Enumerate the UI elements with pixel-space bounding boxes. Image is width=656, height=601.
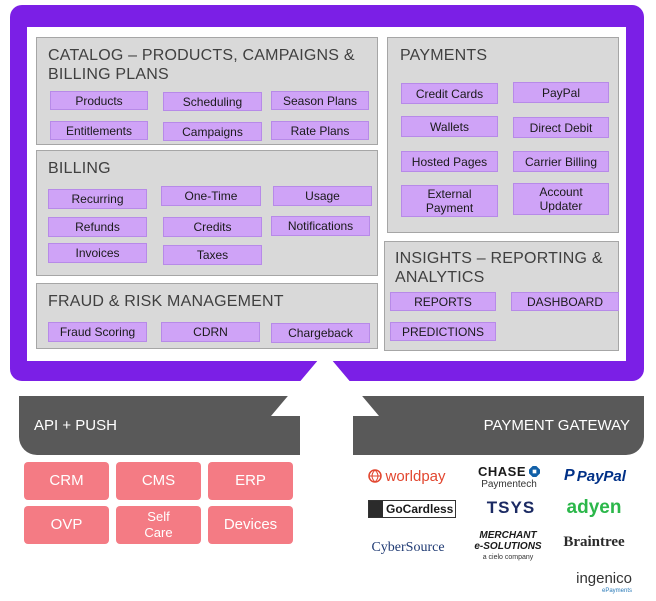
- api-push-label: API + PUSH: [34, 417, 117, 434]
- payments-item-hosted-pages: Hosted Pages: [401, 151, 498, 172]
- payments-item-paypal: PayPal: [513, 82, 609, 103]
- api-item-ovp: OVP: [24, 506, 109, 544]
- insights-item-reports: REPORTS: [390, 292, 496, 311]
- payments-item-credit-cards: Credit Cards: [401, 83, 498, 104]
- paypal-p-icon: P: [564, 467, 575, 484]
- paypal-logo: P PayPal: [560, 466, 630, 486]
- api-item-self-care: Self Care: [116, 506, 201, 544]
- catalog-title: CATALOG – PRODUCTS, CAMPAIGNS & BILLING …: [48, 47, 355, 83]
- ingenico-text: ingenico: [576, 570, 632, 587]
- fraud-item-cdrn: CDRN: [161, 322, 260, 342]
- insights-item-predictions: PREDICTIONS: [390, 322, 496, 341]
- chase-sub-text: Paymentech: [481, 479, 537, 490]
- worldpay-text: worldpay: [385, 467, 446, 485]
- payments-item-wallets: Wallets: [401, 116, 498, 137]
- gocardless-text: GoCardless: [386, 502, 454, 516]
- fraud-title: FRAUD & RISK MANAGEMENT: [48, 293, 284, 310]
- api-item-crm: CRM: [24, 462, 109, 500]
- fraud-item-fraud-scoring: Fraud Scoring: [48, 322, 147, 342]
- fraud-item-chargeback: Chargeback: [271, 323, 370, 343]
- chase-logo: CHASE Paymentech: [472, 464, 546, 494]
- api-item-erp: ERP: [208, 462, 293, 500]
- worldpay-logo: worldpay: [362, 466, 452, 486]
- catalog-item-rate-plans: Rate Plans: [271, 121, 369, 140]
- merchant-esolutions-logo: MERCHANT e-SOLUTIONS a cielo company: [470, 530, 546, 568]
- billing-title: BILLING: [48, 160, 111, 177]
- cybersource-logo: CyberSource: [362, 538, 454, 558]
- payments-item-direct-debit: Direct Debit: [513, 117, 609, 138]
- merchant-text-3: a cielo company: [482, 554, 534, 561]
- cybersource-text: CyberSource: [371, 540, 445, 555]
- payment-gateway-label: PAYMENT GATEWAY: [483, 417, 630, 434]
- braintree-text: Braintree: [563, 533, 625, 550]
- billing-item-invoices: Invoices: [48, 243, 147, 263]
- paypal-text: PayPal: [576, 467, 626, 485]
- billing-item-usage: Usage: [273, 186, 372, 206]
- gocardless-logo: GoCardless: [368, 500, 456, 518]
- tsys-logo: TSYS: [482, 498, 540, 518]
- payments-item-account-updater: Account Updater: [513, 183, 609, 215]
- braintree-logo: Braintree: [556, 532, 632, 552]
- api-push-bar: API + PUSH: [19, 396, 301, 455]
- payments-item-carrier-billing: Carrier Billing: [513, 151, 609, 172]
- merchant-text-1: MERCHANT: [479, 530, 537, 541]
- adyen-text: adyen: [566, 497, 622, 518]
- catalog-item-campaigns: Campaigns: [163, 122, 262, 141]
- ingenico-logo: ingenico ePayments: [562, 570, 632, 598]
- gocardless-badge-icon: [369, 501, 383, 517]
- catalog-item-products: Products: [50, 91, 148, 110]
- catalog-item-season-plans: Season Plans: [271, 91, 369, 110]
- billing-item-taxes: Taxes: [163, 245, 262, 265]
- payments-item-external-payment: External Payment: [401, 185, 498, 217]
- billing-item-notifications: Notifications: [271, 216, 370, 236]
- billing-item-credits: Credits: [163, 217, 262, 237]
- chase-text: CHASE: [477, 464, 526, 479]
- api-item-cms: CMS: [116, 462, 201, 500]
- merchant-text-2: e-SOLUTIONS: [474, 541, 542, 552]
- billing-item-recurring: Recurring: [48, 189, 147, 209]
- billing-item-one-time: One-Time: [161, 186, 261, 206]
- insights-item-dashboard: DASHBOARD: [511, 292, 619, 311]
- worldpay-globe-icon: [368, 469, 383, 483]
- catalog-item-scheduling: Scheduling: [163, 92, 262, 111]
- ingenico-sub-text: ePayments: [601, 588, 632, 594]
- chase-octagon-icon: [529, 466, 540, 477]
- api-item-devices: Devices: [208, 506, 293, 544]
- insights-title: INSIGHTS – REPORTING & ANALYTICS: [395, 250, 603, 286]
- adyen-logo: adyen: [562, 497, 626, 519]
- tsys-text: TSYS: [486, 498, 536, 517]
- payments-title: PAYMENTS: [400, 47, 488, 64]
- catalog-item-entitlements: Entitlements: [50, 121, 148, 140]
- billing-item-refunds: Refunds: [48, 217, 147, 237]
- payment-gateway-bar: PAYMENT GATEWAY: [353, 396, 644, 455]
